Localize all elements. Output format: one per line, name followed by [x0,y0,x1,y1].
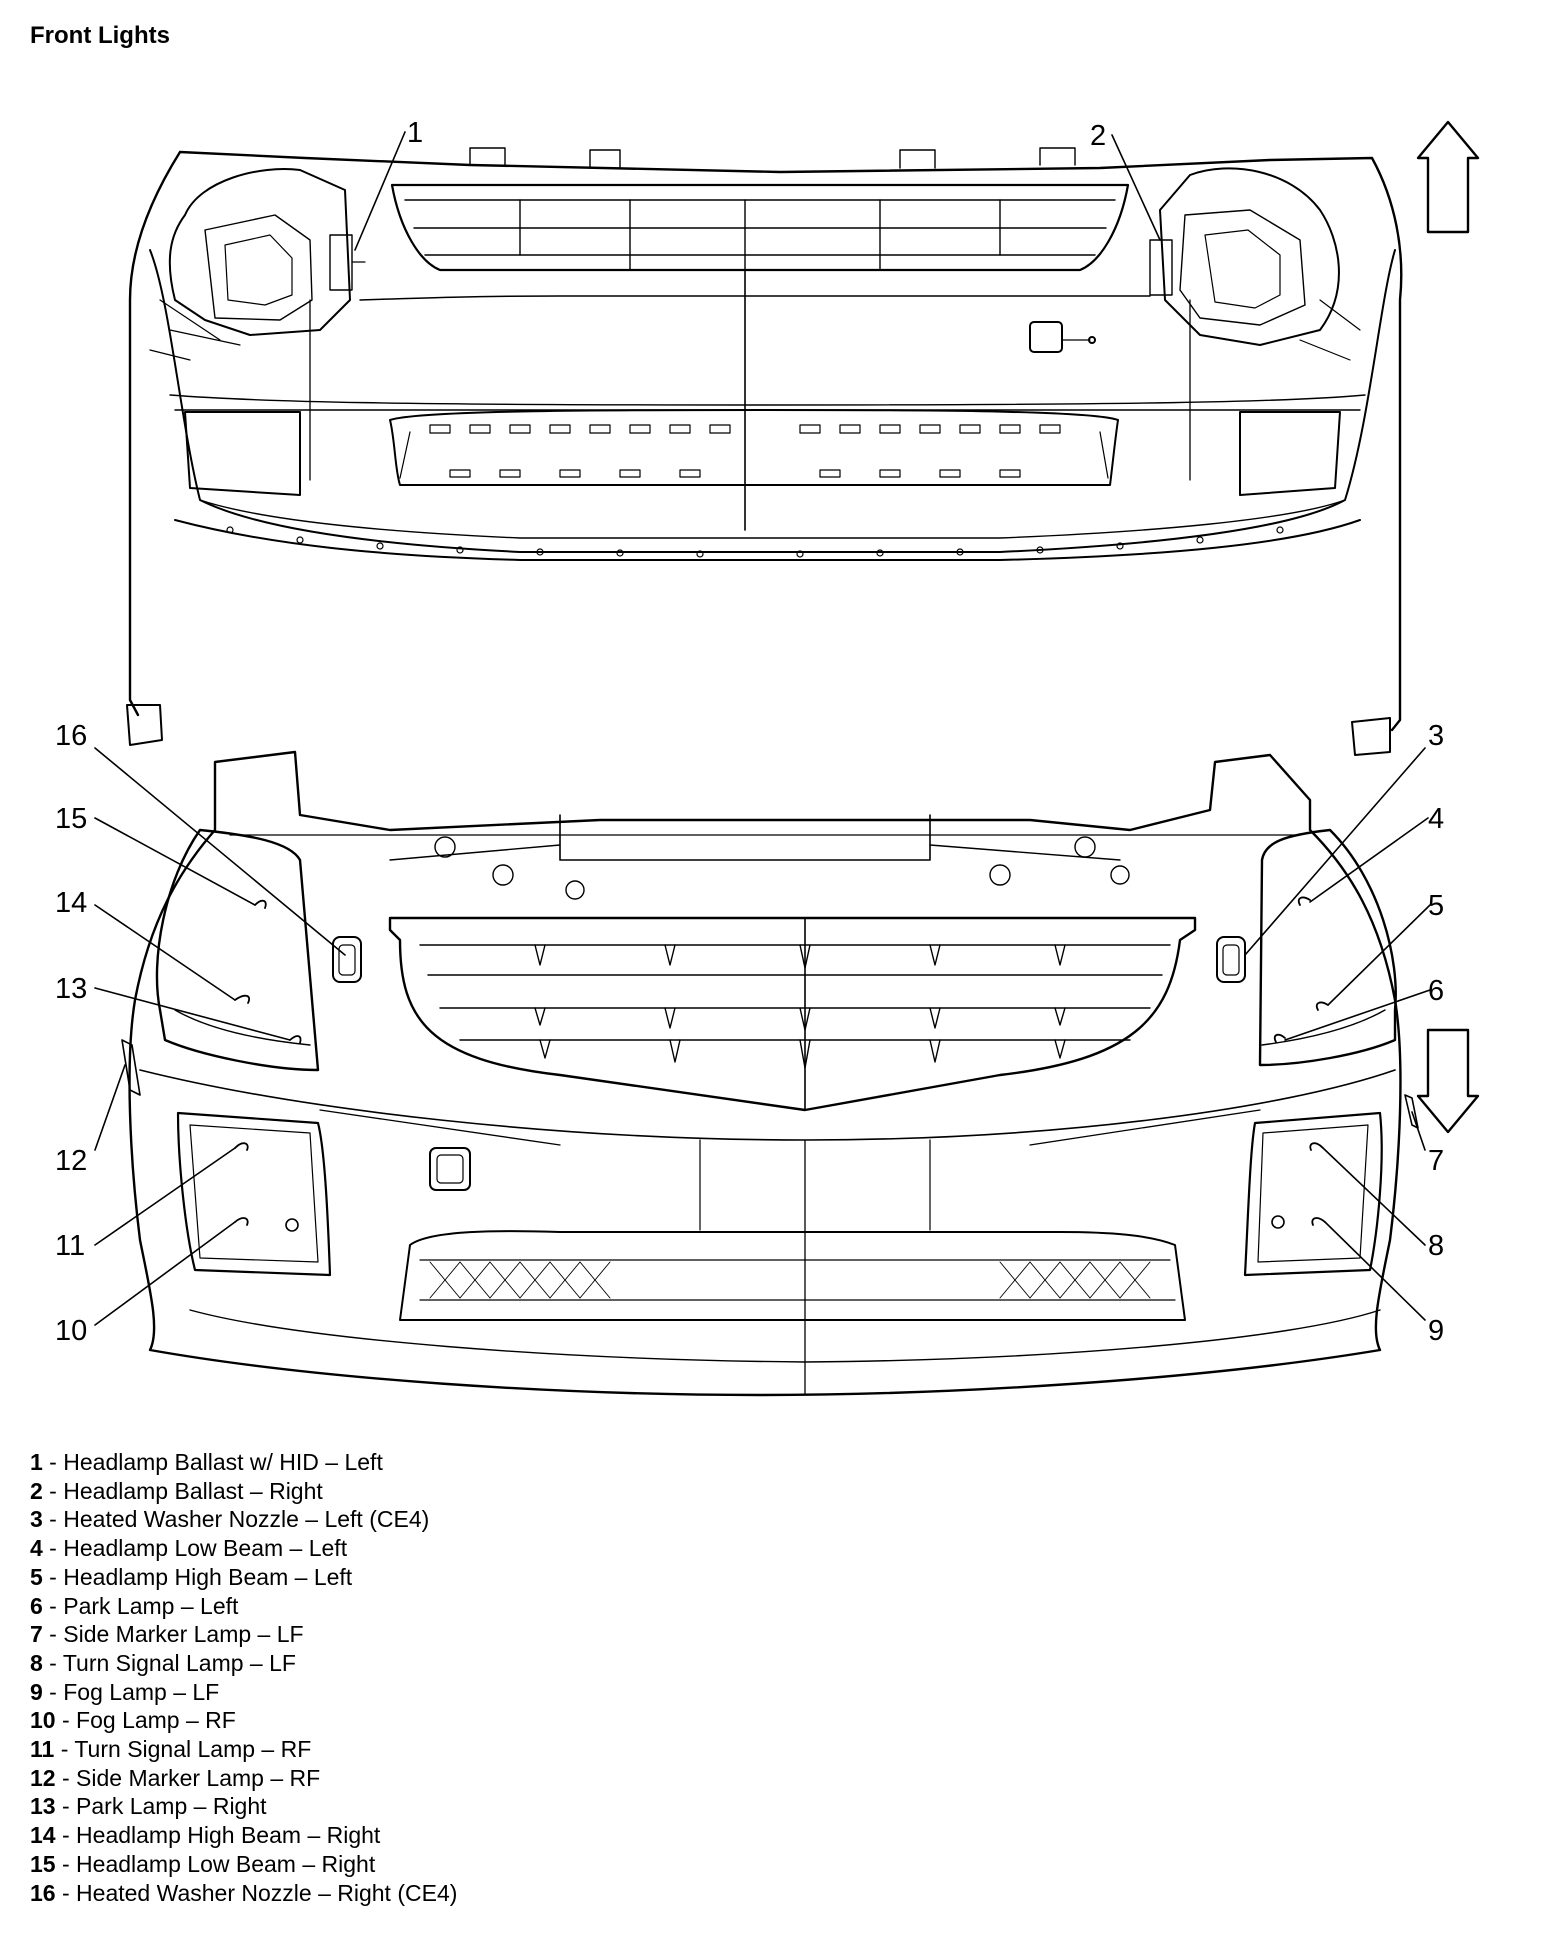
legend-item: 4 - Headlamp Low Beam – Left [30,1535,348,1562]
callout-11: 11 [55,1230,85,1262]
callout-16: 16 [55,720,87,752]
headlamp-ballast-right [1149,167,1361,361]
bumper-fascia [126,147,1403,756]
arrow-down-icon [1416,1028,1480,1134]
legend-item: 12 - Side Marker Lamp – RF [30,1764,321,1791]
callout-15: 15 [55,803,87,835]
page-title: Front Lights [30,22,170,49]
callout-3: 3 [1428,720,1444,752]
front-lights-diagram: 1 2 3 4 5 6 7 8 9 10 11 12 13 14 15 16 [55,117,1480,1397]
callout-8: 8 [1428,1230,1444,1262]
callout-2: 2 [1090,120,1106,152]
legend-item: 2 - Headlamp Ballast – Right [30,1477,323,1504]
legend-item: 3 - Heated Washer Nozzle – Left (CE4) [30,1506,430,1533]
callout-9: 9 [1428,1315,1444,1347]
front-end-assembly [121,750,1419,1397]
callout-7: 7 [1428,1145,1444,1177]
legend-item: 16 - Heated Washer Nozzle – Right (CE4) [30,1879,458,1906]
arrow-up-icon [1416,120,1480,234]
callout-5: 5 [1428,890,1444,922]
callout-6: 6 [1428,975,1444,1007]
legend-item: 15 - Headlamp Low Beam – Right [30,1850,376,1877]
callout-numbers: 1 2 3 4 5 6 7 8 9 10 11 12 13 14 15 16 [55,117,1444,1347]
legend-item: 14 - Headlamp High Beam – Right [30,1822,381,1849]
legend-item: 7 - Side Marker Lamp – LF [30,1621,304,1648]
legend-item: 10 - Fog Lamp – RF [30,1707,236,1734]
callout-12: 12 [55,1145,87,1177]
legend-item: 6 - Park Lamp – Left [30,1592,239,1619]
parts-legend: 1 - Headlamp Ballast w/ HID – Left 2 - H… [30,1448,1130,1907]
callout-13: 13 [55,973,87,1005]
leader-lines [94,131,1431,1326]
callout-10: 10 [55,1315,87,1347]
legend-item: 5 - Headlamp High Beam – Left [30,1563,353,1590]
legend-item: 1 - Headlamp Ballast w/ HID – Left [30,1449,383,1475]
callout-1: 1 [407,117,423,149]
legend-item: 8 - Turn Signal Lamp – LF [30,1649,296,1676]
callout-14: 14 [55,887,87,919]
legend-item: 13 - Park Lamp – Right [30,1793,267,1820]
callout-4: 4 [1428,803,1444,835]
legend-item: 11 - Turn Signal Lamp – RF [30,1736,312,1763]
legend-item: 9 - Fog Lamp – LF [30,1678,220,1705]
headlamp-ballast-left [149,168,366,361]
